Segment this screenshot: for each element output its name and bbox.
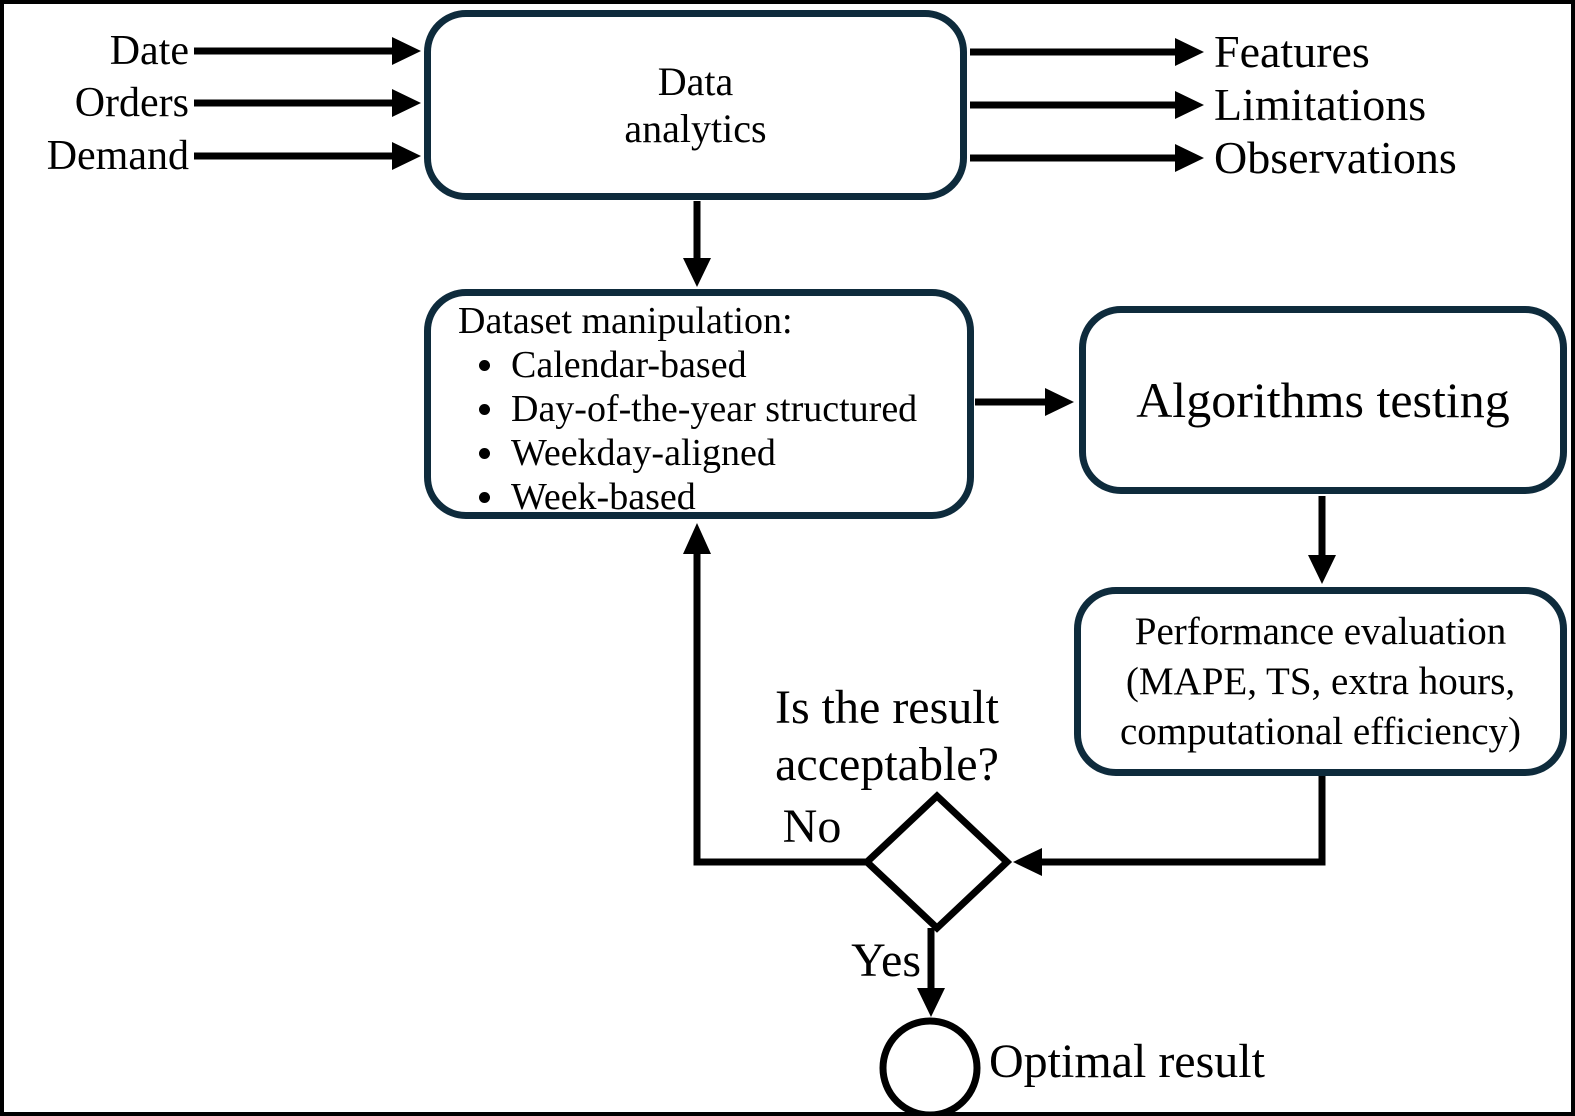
performance-evaluation-node: Performance evaluation (MAPE, TS, extra … <box>1074 587 1567 776</box>
dataset-manipulation-list: Calendar-based Day-of-the-year structure… <box>458 343 957 519</box>
arrow-performance-to-decision <box>1013 774 1326 876</box>
decision-yes-label: Yes <box>851 934 921 987</box>
decision-question-line1: Is the result <box>775 681 999 734</box>
flowchart-connectors <box>194 37 1336 1112</box>
output-label-observations: Observations <box>1214 132 1457 183</box>
data-analytics-node: Data analytics <box>424 10 967 200</box>
arrow-decision-yes-to-optimal <box>917 928 945 1017</box>
performance-label-line3: computational efficiency) <box>1119 709 1522 753</box>
performance-label-line1: Performance evaluation <box>1134 609 1507 653</box>
arrow-algorithms-to-performance <box>1308 496 1336 584</box>
input-label-date: Date <box>109 28 189 74</box>
decision-no-label: No <box>782 800 842 853</box>
input-label-orders: Orders <box>74 80 189 126</box>
decision-question-line2: acceptable? <box>775 738 999 791</box>
decision-diamond <box>861 791 1013 933</box>
arrow-analytics-to-observations <box>970 144 1204 172</box>
dataset-bullet-calendar: Calendar-based <box>508 343 957 387</box>
arrow-dataset-to-algorithms <box>975 388 1074 416</box>
arrow-analytics-to-limitations <box>970 91 1204 119</box>
optimal-result-label: Optimal result <box>989 1035 1265 1088</box>
arrow-analytics-to-dataset <box>683 201 711 287</box>
algorithms-testing-node: Algorithms testing <box>1079 306 1567 494</box>
dataset-manipulation-node: Dataset manipulation: Calendar-based Day… <box>424 289 974 519</box>
arrow-date-to-analytics <box>194 37 421 65</box>
input-label-demand: Demand <box>46 133 189 179</box>
arrow-analytics-to-features <box>970 38 1204 66</box>
optimal-result-circle <box>879 1017 981 1112</box>
dataset-bullet-day-of-year: Day-of-the-year structured <box>508 387 957 431</box>
data-analytics-label-line1: Data <box>657 59 734 104</box>
dataset-manipulation-title: Dataset manipulation: <box>458 300 793 342</box>
performance-label-line2: (MAPE, TS, extra hours, <box>1125 659 1516 703</box>
decision-question: Is the result acceptable? <box>694 679 1080 793</box>
algorithms-testing-label: Algorithms testing <box>1136 372 1510 428</box>
output-label-limitations: Limitations <box>1214 79 1427 130</box>
dataset-bullet-weekday: Weekday-aligned <box>508 431 957 475</box>
arrow-orders-to-analytics <box>194 89 421 117</box>
data-analytics-label-line2: analytics <box>624 106 767 151</box>
output-label-features: Features <box>1214 26 1370 77</box>
dataset-bullet-week: Week-based <box>508 475 957 519</box>
arrow-demand-to-analytics <box>194 142 421 170</box>
arrow-decision-no-to-dataset <box>683 523 870 866</box>
